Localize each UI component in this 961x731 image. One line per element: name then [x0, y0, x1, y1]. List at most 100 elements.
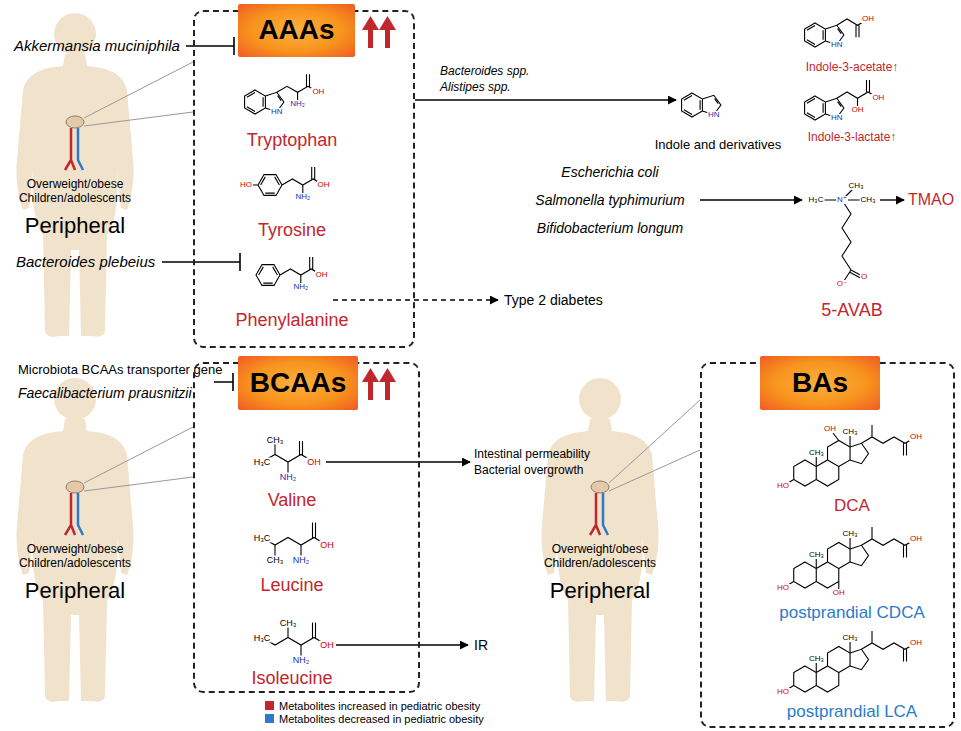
- atom-label: OH: [311, 88, 325, 96]
- atom-label: HN: [830, 41, 844, 49]
- arrow: [336, 644, 468, 645]
- arrow: [880, 199, 904, 200]
- species-name: Salmonella typhimurium: [535, 192, 684, 208]
- atom-label: H₃C: [253, 533, 272, 542]
- atom-label: NH₂: [289, 100, 306, 108]
- region-box: DCA postprandial CDCA postprandial LCA BAs: [700, 362, 955, 728]
- inhibition-line: [162, 253, 240, 271]
- atom-label: CH₃: [808, 551, 825, 559]
- region-box: TryptophanTyrosinePhenylalanineAAAs: [193, 10, 415, 348]
- atom-label: CH₃: [848, 182, 865, 190]
- atom-label: OH: [861, 15, 875, 23]
- subject-label: Overweight/obese Children/adolescents: [538, 543, 662, 571]
- species-name: Alistipes spp.: [440, 81, 511, 95]
- atom-label: H₃C: [808, 196, 825, 204]
- outcome-label: Bacterial overgrowth: [474, 464, 583, 478]
- atom-label: HO: [776, 584, 790, 592]
- zoom-line: [609, 400, 700, 491]
- atom-label: CH₃: [808, 655, 825, 663]
- child-figure: [16, 378, 133, 702]
- atom-label: OH: [909, 639, 923, 647]
- metabolite-name: DCA: [834, 496, 870, 516]
- atom-label: CH₃: [808, 449, 825, 457]
- arrow: [700, 199, 802, 200]
- species-name: Faecalibacterium prausnitzii: [18, 385, 192, 401]
- subject-label: Overweight/obese Children/adolescents: [13, 543, 137, 571]
- atom-label: HO: [776, 688, 790, 696]
- atom-label: H₃C: [253, 458, 272, 467]
- legend-row: Metabolites decreased in pediatric obesi…: [265, 712, 484, 725]
- site-label: Peripheral: [25, 213, 125, 238]
- zoom-line: [84, 427, 193, 491]
- atom-label: NH₂: [292, 556, 311, 565]
- molecule-structure: [256, 257, 322, 287]
- atom-label: HN: [707, 111, 721, 119]
- site-label: Peripheral: [25, 578, 125, 603]
- molecule-structure: [783, 527, 916, 588]
- species-name: Bifidobacterium longum: [537, 220, 683, 236]
- site-label: Peripheral: [550, 578, 650, 603]
- inhibition-line: [162, 37, 240, 391]
- metabolite-name: Leucine: [260, 575, 323, 596]
- class-name: AAAs: [258, 14, 334, 46]
- arrow: [326, 461, 470, 462]
- legend-row: Metabolites increased in pediatric obesi…: [265, 699, 484, 712]
- atom-label: OH: [909, 535, 923, 543]
- metabolite-name: Indole-3-lactate↑: [808, 131, 897, 145]
- metabolite-name: Isoleucine: [251, 668, 332, 689]
- atom-label: N⁺: [836, 196, 848, 204]
- species-name: Escherichia coli: [561, 164, 658, 180]
- metabolite-name: 5-AVAB: [821, 300, 882, 321]
- gene-label: Microbiota BCAAs transporter gene: [18, 363, 222, 378]
- metabolite-name: postprandial CDCA: [779, 603, 925, 623]
- class-box: BAs: [760, 356, 880, 410]
- metabolite-name: Valine: [268, 490, 317, 511]
- arrow: [326, 100, 904, 645]
- class-name: BCAAs: [250, 367, 346, 399]
- atom-label: OH: [306, 458, 322, 467]
- legend-text: Metabolites decreased in pediatric obesi…: [279, 713, 484, 725]
- atom-label: H₃C: [253, 633, 272, 642]
- metabolite-name: Indole-3-acetate↑: [806, 61, 899, 75]
- zoom-line: [84, 62, 700, 491]
- increase-arrow: [362, 16, 379, 30]
- molecule-structure: [246, 167, 324, 197]
- class-name: BAs: [792, 367, 848, 399]
- atom-label: NH₂: [294, 193, 311, 201]
- increase-arrow: [379, 368, 396, 382]
- outcome-label: IR: [474, 637, 488, 653]
- increase-arrow: [362, 368, 379, 382]
- legend-text: Metabolites increased in pediatric obesi…: [279, 700, 480, 712]
- arrow: [333, 299, 498, 300]
- atom-label: OH: [909, 433, 923, 441]
- species-name: Bacteroides spp.: [440, 65, 529, 79]
- legend-swatch: [265, 701, 274, 710]
- arrow: [415, 99, 676, 100]
- atom-label: O: [860, 273, 868, 281]
- increase-arrow: [368, 28, 373, 48]
- atom-label: CH₃: [842, 634, 859, 642]
- molecule-structure: [262, 523, 327, 561]
- atom-label: NH₂: [279, 473, 298, 482]
- species-name: Akkermansia muciniphila: [14, 37, 180, 54]
- atom-label: OH: [871, 94, 885, 102]
- increase-arrow: [379, 16, 396, 30]
- atom-label: HN: [830, 114, 844, 122]
- atom-label: OH: [832, 589, 846, 597]
- molecule-structure: [783, 425, 916, 486]
- atom-label: HN: [270, 108, 284, 116]
- atom-label: NH₂: [292, 656, 311, 665]
- child-figure: [541, 378, 658, 702]
- metabolite-name: postprandial LCA: [787, 702, 917, 722]
- atom-label: HO: [776, 482, 790, 490]
- atom-label: OH: [319, 541, 335, 550]
- metabolite-name: Tyrosine: [258, 220, 326, 241]
- region-box: ValineLeucineIsoleucine BCAAs: [193, 362, 420, 693]
- class-box: BCAAs: [238, 356, 358, 410]
- metabolite-name: Phenylalanine: [235, 310, 348, 331]
- atom-label: OH: [319, 641, 335, 650]
- outcome-label: Intestinal permeability: [474, 448, 590, 462]
- atom-label: OH: [851, 106, 865, 114]
